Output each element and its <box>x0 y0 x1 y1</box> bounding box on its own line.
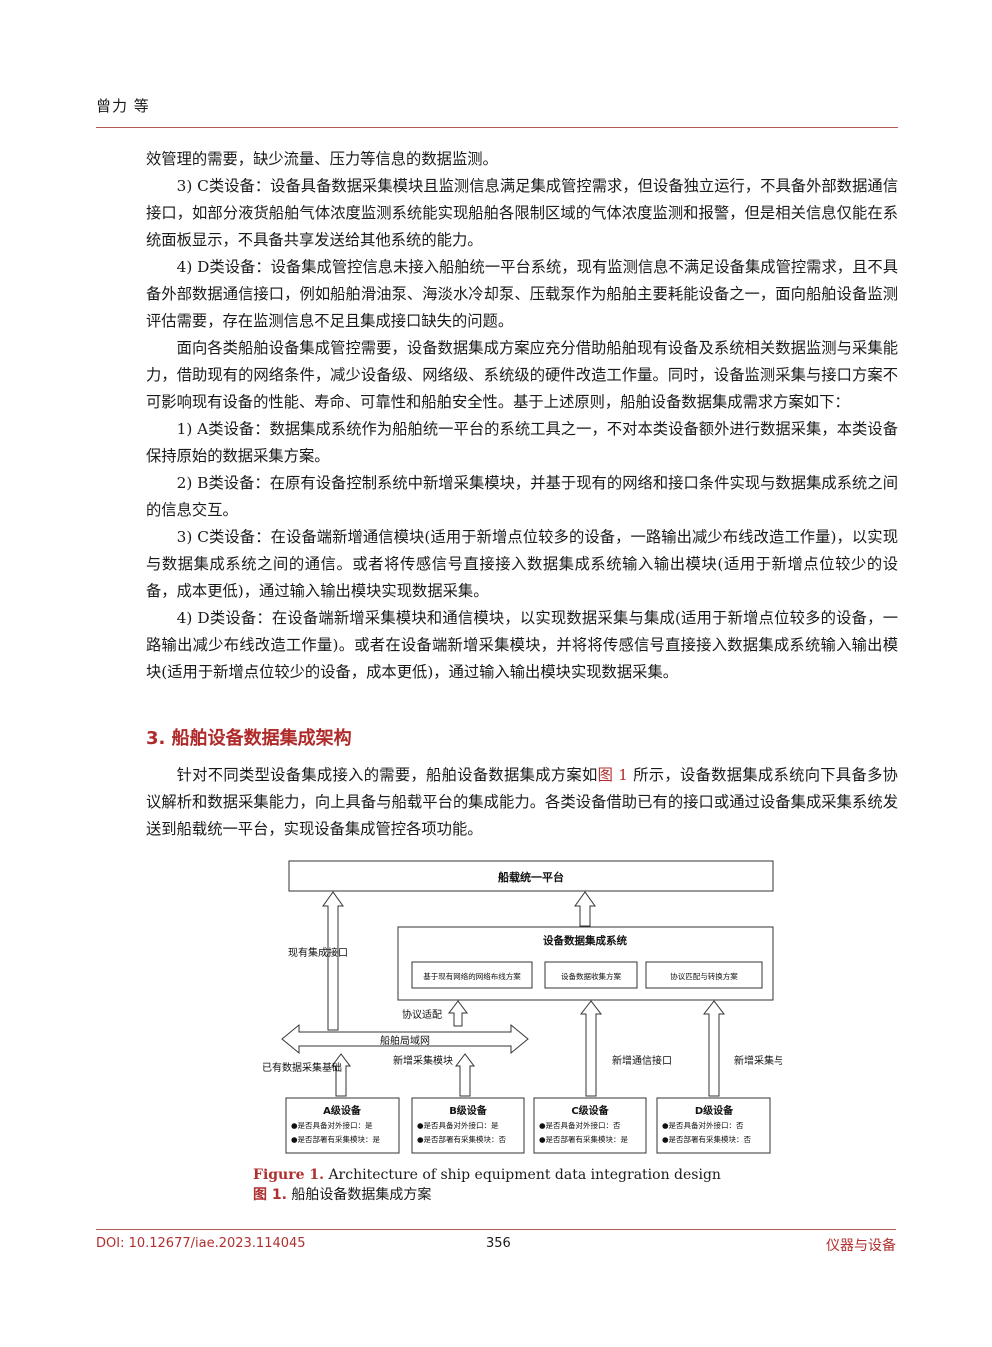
lan-label: 船舶局域网 <box>380 1034 430 1047</box>
paragraph: 1) A类设备：数据集成系统作为船舶统一平台的系统工具之一，不对本类设备额外进行… <box>146 420 898 465</box>
scheme-label: 基于现有网络的网络布线方案 <box>423 971 521 981</box>
device-attr: ●是否部署有采集模块：是 <box>291 1134 381 1144</box>
device-box-d <box>656 1097 771 1154</box>
figure-caption-en: Figure 1. Architecture of ship equipment… <box>253 1165 721 1185</box>
device-attr: ●是否部署有采集模块：否 <box>417 1134 507 1144</box>
section-body: 针对不同类型设备集成接入的需要，船舶设备数据集成方案如图 1 所示，设备数据集成… <box>146 762 898 843</box>
architecture-diagram: 船载统一平台 现有集成接口 设备数据集成系统 基于现有网络的网络布线方案 设备数… <box>262 858 782 1158</box>
existing-interface-arrow <box>322 891 344 1031</box>
lan-double-arrow <box>281 1023 529 1055</box>
paragraph: 效管理的需要，缺少流量、压力等信息的数据监测。 <box>146 150 498 168</box>
caption-label: Figure 1. <box>253 1167 324 1183</box>
scheme-box <box>544 961 638 989</box>
section-heading: 3. 船舶设备数据集成架构 <box>146 728 352 749</box>
device-attr: ●是否具备对外接口：否 <box>662 1120 744 1130</box>
device-attr: ●是否具备对外接口：是 <box>291 1120 373 1130</box>
journal-name: 仪器与设备 <box>826 1238 896 1254</box>
device-title: B级设备 <box>449 1104 488 1117</box>
paragraph-text: 所示，设备数据集成系统向下具备多协议解析和数据采集能力，向上具备与船载平台的集成… <box>146 766 898 838</box>
device-title: D级设备 <box>695 1104 734 1117</box>
scheme-box <box>645 961 763 989</box>
footer-rule <box>96 1229 896 1230</box>
paragraph: 2) B类设备：在原有设备控制系统中新增采集模块，并基于现有的网络和接口条件实现… <box>146 474 898 519</box>
new-collect-comm-label: 新增采集与通信 <box>734 1054 782 1067</box>
device-attr: ●是否具备对外接口：是 <box>417 1120 499 1130</box>
new-module-label: 新增采集模块 <box>393 1054 453 1067</box>
system-up-arrow <box>574 891 596 927</box>
paragraph: 面向各类船舶设备集成管控需要，设备数据集成方案应充分借助船舶现有设备及系统相关数… <box>146 339 898 411</box>
existing-collection-label: 已有数据采集基础 <box>262 1061 342 1074</box>
device-title: C级设备 <box>571 1104 609 1117</box>
device-a-up-arrow <box>331 1053 351 1097</box>
caption-text: 船舶设备数据集成方案 <box>286 1187 432 1203</box>
device-c-up-arrow <box>579 1000 603 1097</box>
platform-label: 船载统一平台 <box>498 870 564 884</box>
device-d-up-arrow <box>702 1000 726 1097</box>
device-box-b <box>411 1097 525 1154</box>
scheme-label: 协议匹配与转换方案 <box>670 971 738 981</box>
figure-caption: Figure 1. Architecture of ship equipment… <box>253 1165 721 1205</box>
paragraph: 4) D类设备：设备集成管控信息未接入船舶统一平台系统，现有监测信息不满足设备集… <box>146 258 898 330</box>
device-title: A级设备 <box>323 1104 362 1117</box>
paragraph: 针对不同类型设备集成接入的需要，船舶设备数据集成方案如图 1 所示，设备数据集成… <box>146 762 898 843</box>
scheme-box <box>411 961 533 989</box>
paragraph-text: 针对不同类型设备集成接入的需要，船舶设备数据集成方案如 <box>176 766 598 784</box>
paragraph: 3) C类设备：在设备端新增通信模块(适用于新增点位较多的设备，一路输出减少布线… <box>146 528 898 600</box>
body-text: 效管理的需要，缺少流量、压力等信息的数据监测。 3) C类设备：设备具备数据采集… <box>146 146 898 686</box>
footer-doi-link[interactable]: DOI: 10.12677/iae.2023.114045 <box>96 1236 306 1251</box>
device-attr: ●是否部署有采集模块：是 <box>539 1134 629 1144</box>
caption-text: Architecture of ship equipment data inte… <box>324 1167 721 1183</box>
figure-caption-cn: 图 1. 船舶设备数据集成方案 <box>253 1185 721 1205</box>
platform-box <box>288 860 774 892</box>
figure-reference-link[interactable]: 图 1 <box>597 766 629 784</box>
existing-interface-label: 现有集成接口 <box>288 946 348 959</box>
device-attr: ●是否部署有采集模块：否 <box>662 1134 752 1144</box>
scheme-label: 设备数据收集方案 <box>561 971 621 981</box>
device-box-c <box>533 1097 647 1154</box>
paragraph: 4) D类设备：在设备端新增采集模块和通信模块，以实现数据采集与集成(适用于新增… <box>146 609 898 681</box>
device-attr: ●是否具备对外接口：否 <box>539 1120 621 1130</box>
header-rule <box>96 127 898 128</box>
page-number: 356 <box>486 1236 511 1251</box>
device-b-up-arrow <box>455 1053 475 1097</box>
integration-system-title: 设备数据集成系统 <box>543 934 627 947</box>
running-header-author: 曾力 等 <box>96 97 150 115</box>
device-box-a <box>285 1097 400 1154</box>
new-comm-label: 新增通信接口 <box>612 1054 672 1067</box>
paragraph: 3) C类设备：设备具备数据采集模块且监测信息满足集成管控需求，但设备独立运行，… <box>146 177 898 249</box>
protocol-adapter-label: 协议适配 <box>402 1008 442 1021</box>
protocol-adapter-arrow <box>448 1000 468 1027</box>
caption-label: 图 1. <box>253 1187 287 1203</box>
